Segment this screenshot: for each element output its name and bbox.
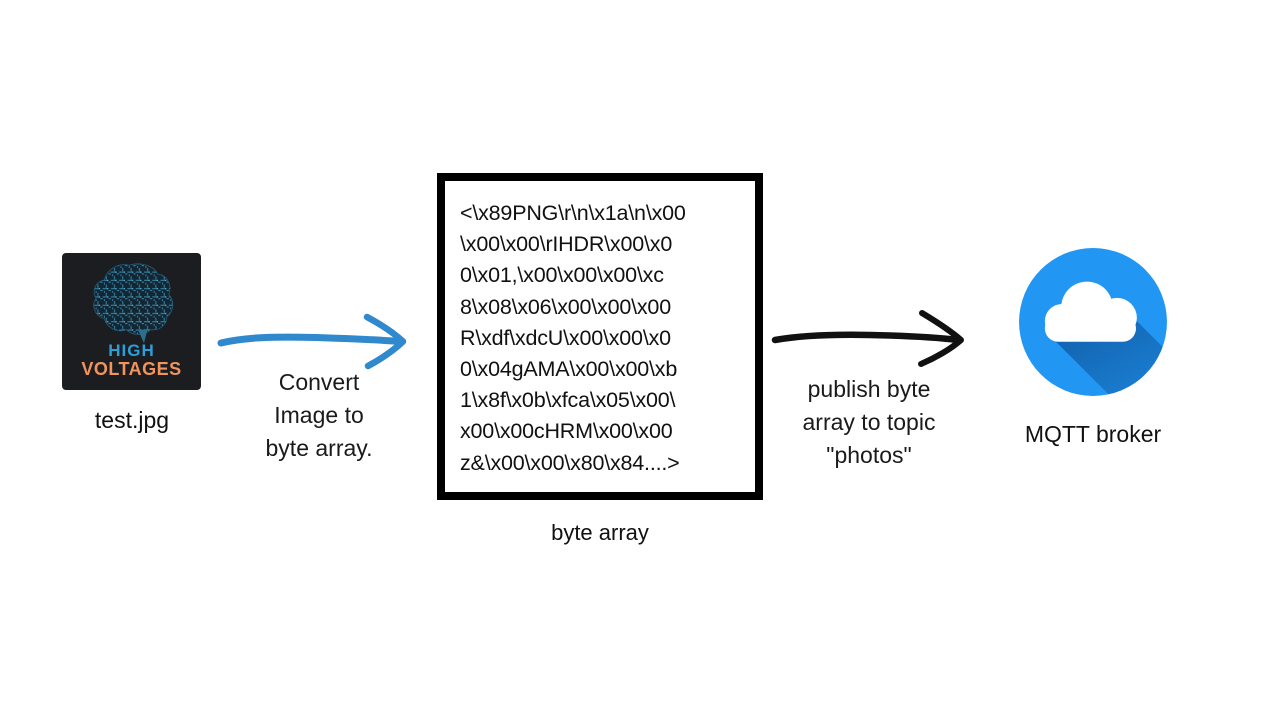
byte-array-caption: byte array <box>551 520 649 545</box>
byte-line: 0\x04gAMA\x00\x00\xb <box>460 357 678 382</box>
byte-line: R\xdf\xdcU\x00\x00\x0 <box>460 325 671 350</box>
byte-line: 1\x8f\x0b\xfca\x05\x00\ <box>460 388 676 413</box>
convert-arrow-label-line1: Convert <box>278 369 360 395</box>
mqtt-broker-icon <box>1019 248 1167 396</box>
byte-line: x00\x00cHRM\x00\x00 <box>460 419 673 444</box>
publish-arrow-label-line1: publish byte <box>807 376 931 402</box>
circuit-brain-icon <box>92 263 173 344</box>
convert-arrow-label-line3: byte array. <box>265 435 373 461</box>
publish-arrow-label-line2: array to topic <box>802 409 936 435</box>
cloud-icon <box>1044 281 1137 342</box>
convert-arrow-icon <box>217 313 407 370</box>
source-image-label: test.jpg <box>94 407 170 433</box>
byte-line: z&\x00\x00\x80\x84....> <box>460 450 680 475</box>
convert-arrow-label: Convert Image to byte array. <box>233 366 405 465</box>
publish-arrow-label-line3: "photos" <box>826 442 912 468</box>
byte-line: \x00\x00\rIHDR\x00\x0 <box>460 232 673 257</box>
byte-line: <\x89PNG\r\n\x1a\n\x00 <box>460 201 686 225</box>
byte-array-box: <\x89PNG\r\n\x1a\n\x00 \x00\x00\rIHDR\x0… <box>437 173 763 500</box>
logo-title: HIGH <box>108 341 155 360</box>
source-image: HIGH VOLTAGES <box>62 253 201 390</box>
byte-line: 8\x08\x06\x00\x00\x00 <box>460 294 671 319</box>
cloud-shadow <box>1046 320 1167 396</box>
convert-arrow-label-line2: Image to <box>274 402 364 428</box>
logo-subtitle: VOLTAGES <box>81 359 182 379</box>
byte-line: 0\x01,\x00\x00\x00\xc <box>460 263 664 288</box>
mqtt-broker-label: MQTT broker <box>1024 421 1162 447</box>
publish-arrow-icon <box>771 310 964 367</box>
publish-arrow-label: publish byte array to topic "photos" <box>769 373 969 472</box>
